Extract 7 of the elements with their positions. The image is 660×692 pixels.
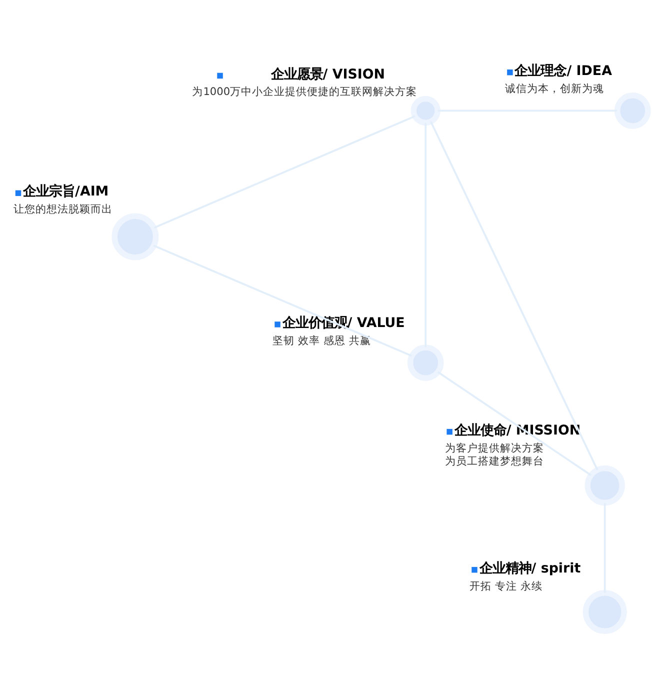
connector — [154, 114, 416, 228]
node-label: 为1000万中小企业提供便捷的互联网解决方案 — [192, 86, 418, 98]
connector — [153, 244, 412, 356]
connector — [430, 120, 598, 470]
connector — [437, 370, 592, 476]
node-label: 企业精神/ spirit — [479, 560, 581, 576]
node-label: 企业愿景/ VISION — [270, 66, 385, 82]
